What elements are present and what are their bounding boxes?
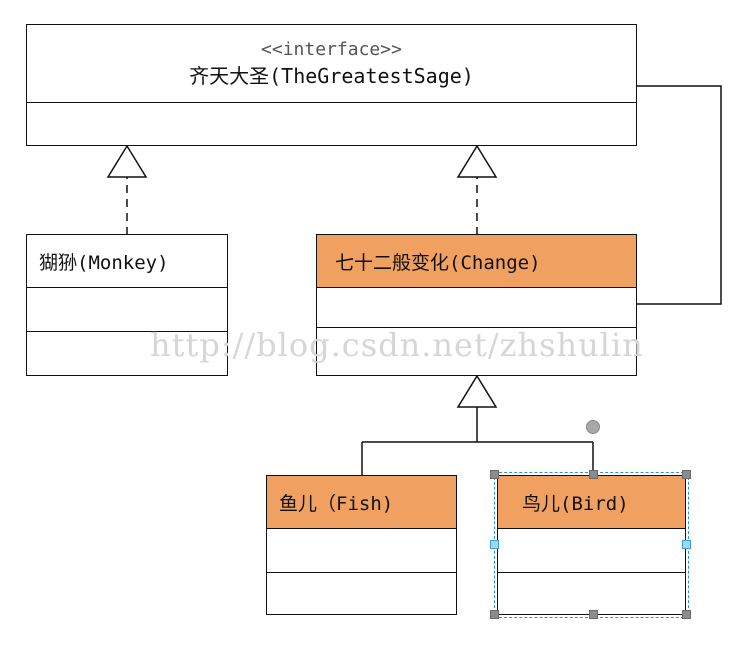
fish-attributes-section [267, 528, 456, 572]
resize-handle-top-center[interactable] [589, 470, 598, 479]
resize-handle-top-right[interactable] [682, 470, 691, 479]
interface-header: <<interface>> 齐天大圣(TheGreatestSage) [27, 25, 636, 102]
change-class-name: 七十二般变化(Change) [335, 251, 541, 274]
bird-methods-section [498, 572, 685, 614]
monkey-attributes-section [27, 287, 227, 331]
interface-methods-section [27, 102, 636, 145]
connection-point-right[interactable] [682, 540, 691, 549]
bird-attributes-section [498, 528, 685, 572]
monkey-class-name: 猢狲(Monkey) [39, 251, 169, 274]
bird-class-name: 鸟儿(Bird) [522, 492, 629, 515]
monkey-class-header: 猢狲(Monkey) [27, 235, 227, 287]
rotate-handle[interactable] [586, 420, 600, 434]
change-class-box[interactable]: 七十二般变化(Change) [316, 234, 637, 376]
fish-methods-section [267, 572, 456, 614]
bird-class-header: 鸟儿(Bird) [498, 476, 685, 528]
change-class-header: 七十二般变化(Change) [317, 235, 636, 287]
monkey-class-box[interactable]: 猢狲(Monkey) [26, 234, 228, 376]
watermark: http://blog.csdn.net/zhshulin [150, 326, 644, 364]
resize-handle-top-left[interactable] [490, 470, 499, 479]
change-realization-arrowhead [456, 144, 498, 178]
interface-box[interactable]: <<interface>> 齐天大圣(TheGreatestSage) [26, 24, 637, 146]
bird-class-box[interactable]: 鸟儿(Bird) [497, 475, 686, 615]
interface-name: 齐天大圣(TheGreatestSage) [189, 63, 474, 88]
fish-class-box[interactable]: 鱼儿（Fish) [266, 475, 457, 615]
change-attributes-section [317, 287, 636, 327]
change-interface-association [636, 85, 722, 305]
connection-point-left[interactable] [490, 540, 499, 549]
resize-handle-bottom-right[interactable] [682, 610, 691, 619]
generalization-arrowhead [456, 374, 498, 408]
monkey-methods-section [27, 331, 227, 375]
resize-handle-bottom-left[interactable] [490, 610, 499, 619]
fish-class-name: 鱼儿（Fish) [279, 492, 394, 515]
interface-stereotype: <<interface>> [261, 38, 402, 60]
monkey-realization-arrowhead [106, 144, 148, 178]
change-methods-section [317, 327, 636, 375]
fish-class-header: 鱼儿（Fish) [267, 476, 456, 528]
resize-handle-bottom-center[interactable] [589, 610, 598, 619]
